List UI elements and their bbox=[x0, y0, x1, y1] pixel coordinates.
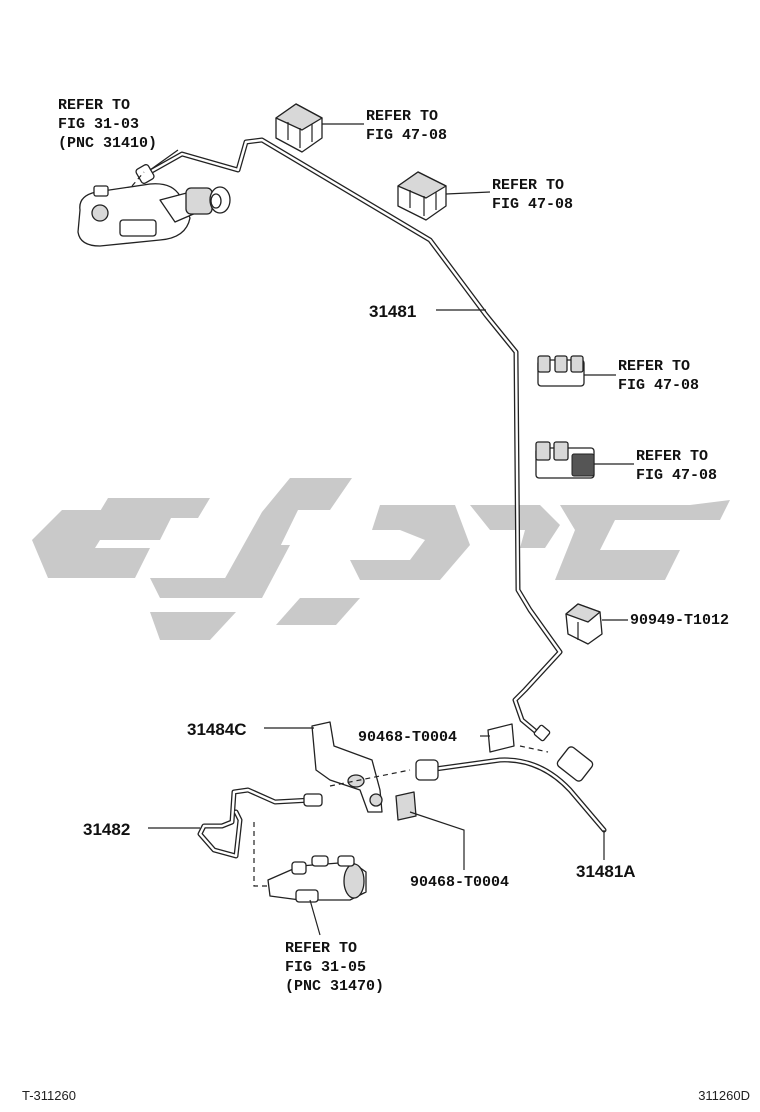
part-number-31482: 31482 bbox=[83, 820, 130, 839]
watermark-logo bbox=[32, 478, 730, 640]
svg-text:FIG 31-03: FIG 31-03 bbox=[58, 116, 139, 133]
clamp-2-icon bbox=[397, 171, 447, 221]
svg-text:REFER TO: REFER TO bbox=[618, 358, 690, 375]
bracket bbox=[311, 721, 383, 813]
svg-text:FIG 31-05: FIG 31-05 bbox=[285, 959, 366, 976]
main-tube bbox=[147, 137, 563, 742]
master-cylinder bbox=[77, 164, 231, 247]
clamp-1-icon bbox=[275, 103, 323, 153]
release-tube bbox=[197, 787, 323, 859]
clamp-3-icon bbox=[537, 355, 585, 387]
svg-text:REFER TO: REFER TO bbox=[58, 97, 130, 114]
clip-90949-icon bbox=[565, 603, 603, 645]
svg-text:REFER TO: REFER TO bbox=[366, 108, 438, 125]
footer-right-code: 311260D bbox=[698, 1088, 750, 1103]
svg-text:FIG 47-08: FIG 47-08 bbox=[492, 196, 573, 213]
release-cylinder-callout: REFER TO FIG 31-05 (PNC 31470) bbox=[285, 940, 384, 995]
part-number-90468-lower: 90468-T0004 bbox=[410, 874, 509, 891]
part-number-90468-upper: 90468-T0004 bbox=[358, 729, 457, 746]
svg-text:FIG 47-08: FIG 47-08 bbox=[636, 467, 717, 484]
clamp-2-callout: REFER TO FIG 47-08 bbox=[492, 177, 573, 213]
leader-lines bbox=[148, 123, 634, 936]
svg-text:REFER TO: REFER TO bbox=[636, 448, 708, 465]
svg-text:(PNC 31410): (PNC 31410) bbox=[58, 135, 157, 152]
svg-text:REFER TO: REFER TO bbox=[492, 177, 564, 194]
part-number-31481: 31481 bbox=[369, 302, 416, 321]
svg-text:REFER TO: REFER TO bbox=[285, 940, 357, 957]
clamp-1-callout: REFER TO FIG 47-08 bbox=[366, 108, 447, 144]
part-number-90949: 90949-T1012 bbox=[630, 612, 729, 629]
clamp-4-icon bbox=[535, 441, 595, 479]
svg-text:FIG 47-08: FIG 47-08 bbox=[366, 127, 447, 144]
release-cylinder bbox=[267, 855, 367, 903]
clip-lower-icon bbox=[395, 791, 417, 821]
master-cylinder-callout: REFER TO FIG 31-03 (PNC 31410) bbox=[58, 97, 157, 152]
flex-hose bbox=[415, 746, 607, 833]
clamp-3-callout: REFER TO FIG 47-08 bbox=[618, 358, 699, 394]
guide-lines bbox=[131, 171, 549, 887]
svg-text:FIG 47-08: FIG 47-08 bbox=[618, 377, 699, 394]
svg-text:(PNC 31470): (PNC 31470) bbox=[285, 978, 384, 995]
part-number-31484c: 31484C bbox=[187, 720, 247, 739]
part-number-31481a: 31481A bbox=[576, 862, 636, 881]
footer-left-code: T-311260 bbox=[22, 1088, 76, 1103]
clamp-4-callout: REFER TO FIG 47-08 bbox=[636, 448, 717, 484]
clip-upper-icon bbox=[487, 723, 515, 753]
